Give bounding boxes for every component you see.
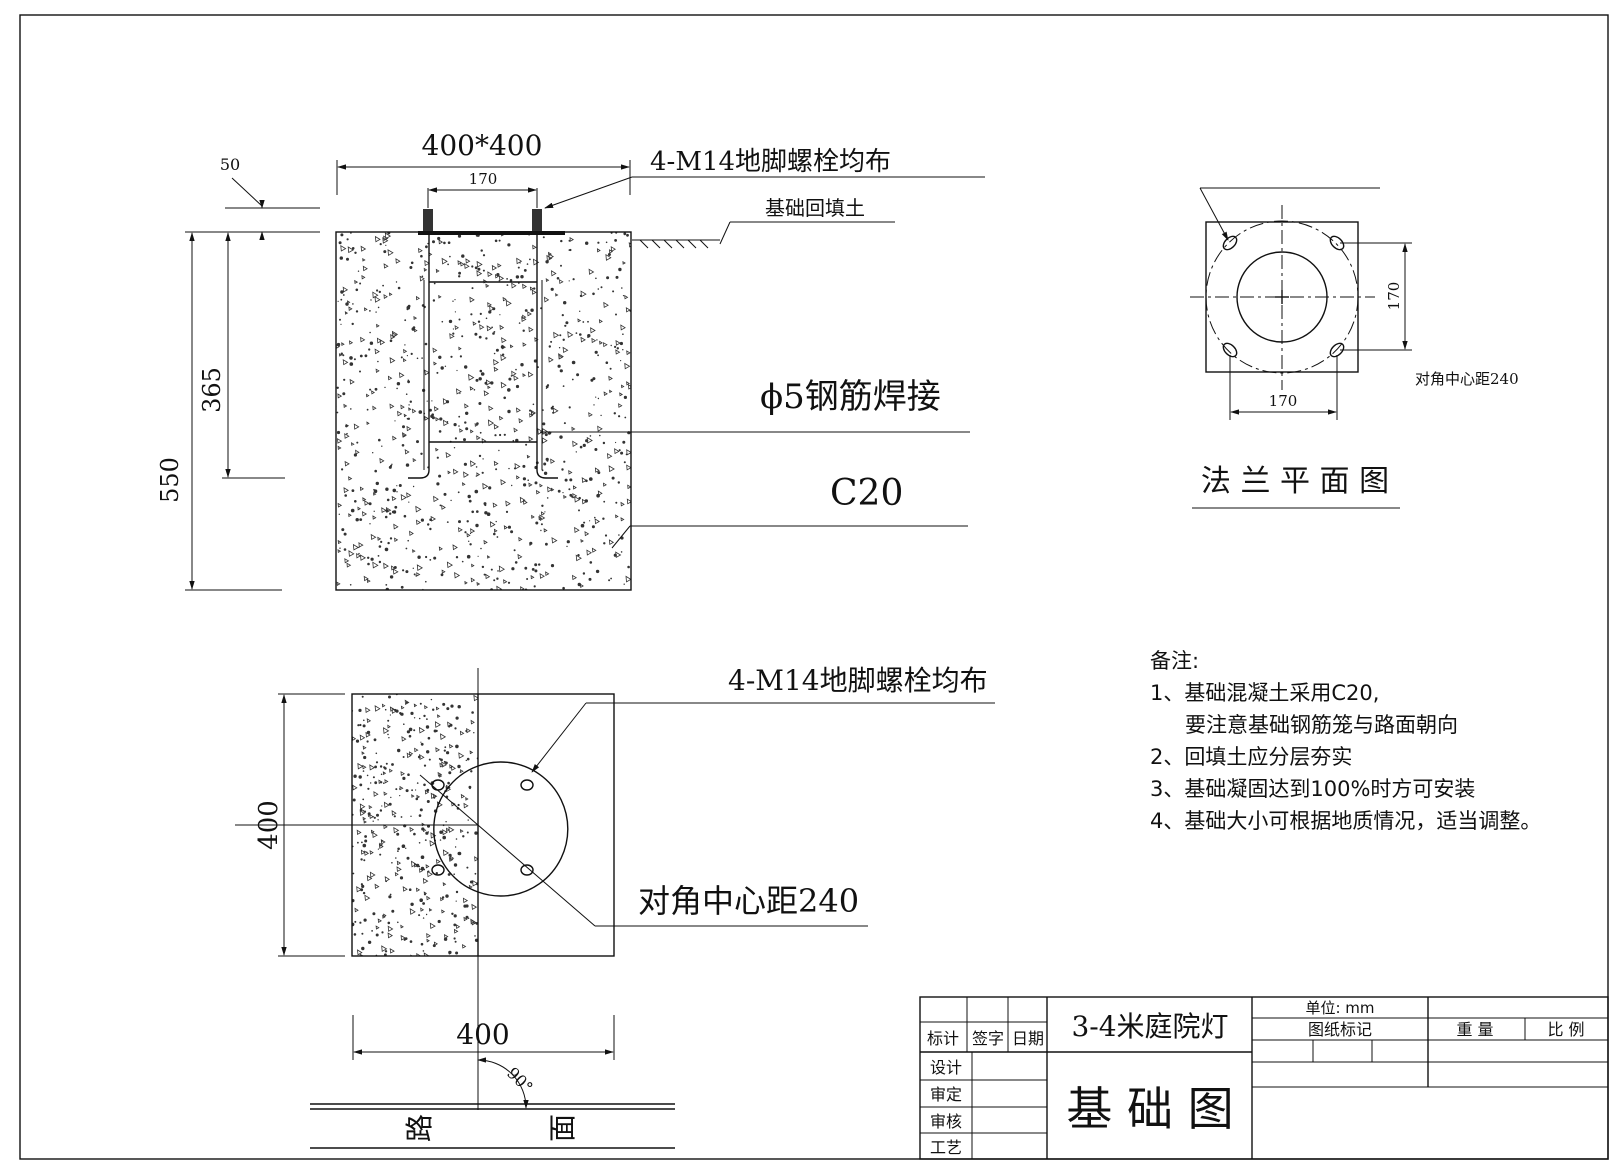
rebar-right xyxy=(536,233,558,479)
note-line-4: 3、基础凝固达到100%时方可安装 xyxy=(1150,777,1475,801)
tb-product: 3-4米庭院灯 xyxy=(1071,1010,1228,1043)
flange-title: 法 兰 平 面 图 xyxy=(1201,464,1389,499)
note-line-3: 2、回填土应分层夯实 xyxy=(1150,745,1352,769)
plan-hole-tr xyxy=(520,779,534,791)
plan-dim-bottom: 400 xyxy=(456,1018,509,1051)
concrete-hatch xyxy=(336,232,631,590)
flange-label-diagonal: 对角中心距240 xyxy=(1415,370,1519,388)
notes: 备注: 1、基础混凝土采用C20, 要注意基础钢筋笼与路面朝向 2、回填土应分层… xyxy=(1150,649,1541,833)
tb-col-date: 日期 xyxy=(1012,1029,1044,1048)
tb-col-mark: 标计 xyxy=(927,1029,959,1048)
dim-anchor-depth: 365 xyxy=(198,367,226,413)
plan-bolt-circle xyxy=(477,761,569,897)
tb-drawing-name: 基 础 图 xyxy=(1066,1082,1233,1136)
dim-total-depth: 550 xyxy=(156,457,184,503)
tb-unit: 单位: mm xyxy=(1305,999,1374,1017)
plan-label-bolts: 4-M14地脚螺栓均布 xyxy=(728,664,988,697)
tb-scale: 比 例 xyxy=(1547,1020,1584,1039)
plan-hole-br xyxy=(520,864,534,876)
dim-top: 400*400 xyxy=(422,129,543,162)
label-backfill: 基础回填土 xyxy=(765,196,865,220)
dim-bolt-spacing: 170 xyxy=(469,170,498,188)
plan-hole-tl xyxy=(431,779,445,791)
flange-hole-bl xyxy=(1222,342,1238,358)
bolt-right xyxy=(532,209,542,231)
dim-plate: 50 xyxy=(220,155,240,174)
tb-weight: 重 量 xyxy=(1456,1020,1493,1039)
title-block: 标计 签字 日期 设计 审定 审核 工艺 3-4米庭院灯 基 础 图 单位: m… xyxy=(919,996,1609,1160)
note-line-2: 要注意基础钢筋笼与路面朝向 xyxy=(1185,713,1458,737)
flange-plan: 170 170 对角中心距240 法 兰 平 面 图 xyxy=(1190,187,1519,509)
note-line-5: 4、基础大小可根据地质情况，适当调整。 xyxy=(1150,809,1541,833)
drawing-border xyxy=(19,14,1609,1160)
label-concrete: C20 xyxy=(830,473,903,514)
flange-dim-vertical: 170 xyxy=(1385,282,1403,311)
bolt-left xyxy=(423,209,433,231)
road-char-2: 面 xyxy=(546,1114,579,1142)
tb-col-sign: 签字 xyxy=(972,1029,1004,1048)
plan-hole-bl xyxy=(431,864,445,876)
plan-view: 4-M14地脚螺栓均布 对角中心距240 400 400 90° 路 面 xyxy=(235,664,995,1149)
section-view: 400*400 170 50 365 550 4-M14地脚螺栓均布 基础回填土 xyxy=(156,129,985,591)
note-line-1: 1、基础混凝土采用C20, xyxy=(1150,681,1379,705)
flange-hole-br xyxy=(1329,342,1345,358)
tb-row-check: 审定 xyxy=(930,1085,962,1104)
tb-row-design: 设计 xyxy=(930,1058,962,1077)
notes-heading: 备注: xyxy=(1150,649,1199,673)
angle-arc xyxy=(477,1057,529,1109)
rebar-left xyxy=(408,233,430,479)
tb-row-process: 工艺 xyxy=(930,1138,962,1157)
tb-row-review: 审核 xyxy=(930,1112,962,1131)
plan-label-diagonal: 对角中心距240 xyxy=(638,882,859,920)
flange-dim-horizontal: 170 xyxy=(1269,392,1298,410)
concrete-block xyxy=(335,231,632,591)
label-bolts: 4-M14地脚螺栓均布 xyxy=(650,147,891,177)
plan-concrete-hatch xyxy=(352,694,478,956)
backfill-hatch xyxy=(639,239,709,249)
label-rebar: ϕ5钢筋焊接 xyxy=(760,377,941,417)
plan-dim-side: 400 xyxy=(254,800,284,850)
angle-label: 90° xyxy=(503,1063,536,1096)
flange-hole-tr xyxy=(1329,235,1345,251)
road-char-1: 路 xyxy=(403,1114,436,1142)
tb-drawing-mark: 图纸标记 xyxy=(1308,1020,1372,1039)
